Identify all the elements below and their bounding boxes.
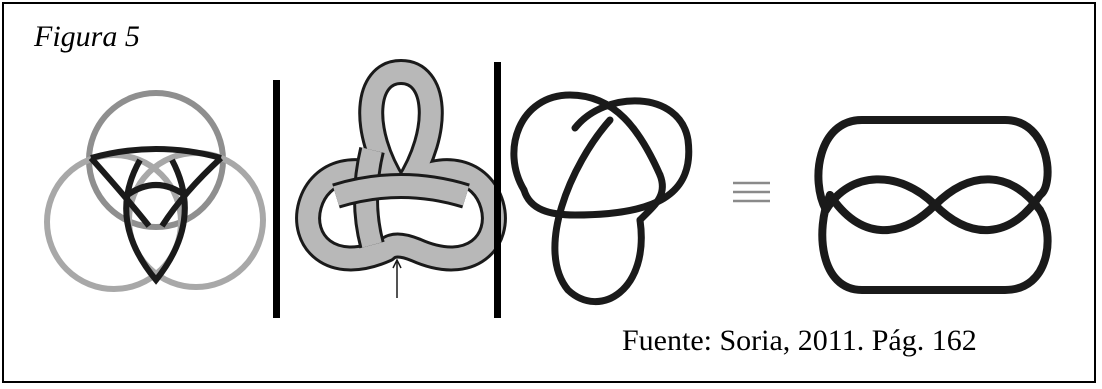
ribbon-cross-right-fill (333, 176, 469, 206)
knot-figure-eight-return (826, 175, 1044, 234)
figure-source: Fuente: Soria, 2011. Pág. 162 (622, 324, 977, 357)
ribbon-fill (298, 62, 504, 269)
lens-bottom (123, 158, 188, 285)
knot-top-band (814, 116, 1052, 214)
trefoil-link-b (636, 171, 666, 224)
trefoil-left-lobe (510, 91, 664, 194)
equivalence-symbol (733, 181, 770, 203)
lens-middle (124, 182, 188, 199)
figure-caption: Figura 5 (34, 20, 140, 53)
trefoil-right-lobe (571, 97, 693, 219)
figure-eight-knot-diagram (814, 116, 1052, 294)
borromean-rings-diagram (44, 90, 266, 292)
ring-top (86, 90, 226, 230)
arrow-head (392, 258, 402, 269)
lens-top-left (88, 155, 152, 228)
trefoil-link-a (520, 186, 579, 219)
knot-bottom-band (818, 191, 1052, 294)
trefoil-ribbon-diagram (295, 59, 507, 298)
lens-top-arc (90, 146, 222, 161)
trefoil-bottom-lobe (551, 116, 645, 305)
divider-left (273, 80, 280, 318)
trefoil-knot-diagram (510, 91, 693, 305)
lens-top-right (159, 155, 224, 228)
divider-right (494, 62, 501, 318)
